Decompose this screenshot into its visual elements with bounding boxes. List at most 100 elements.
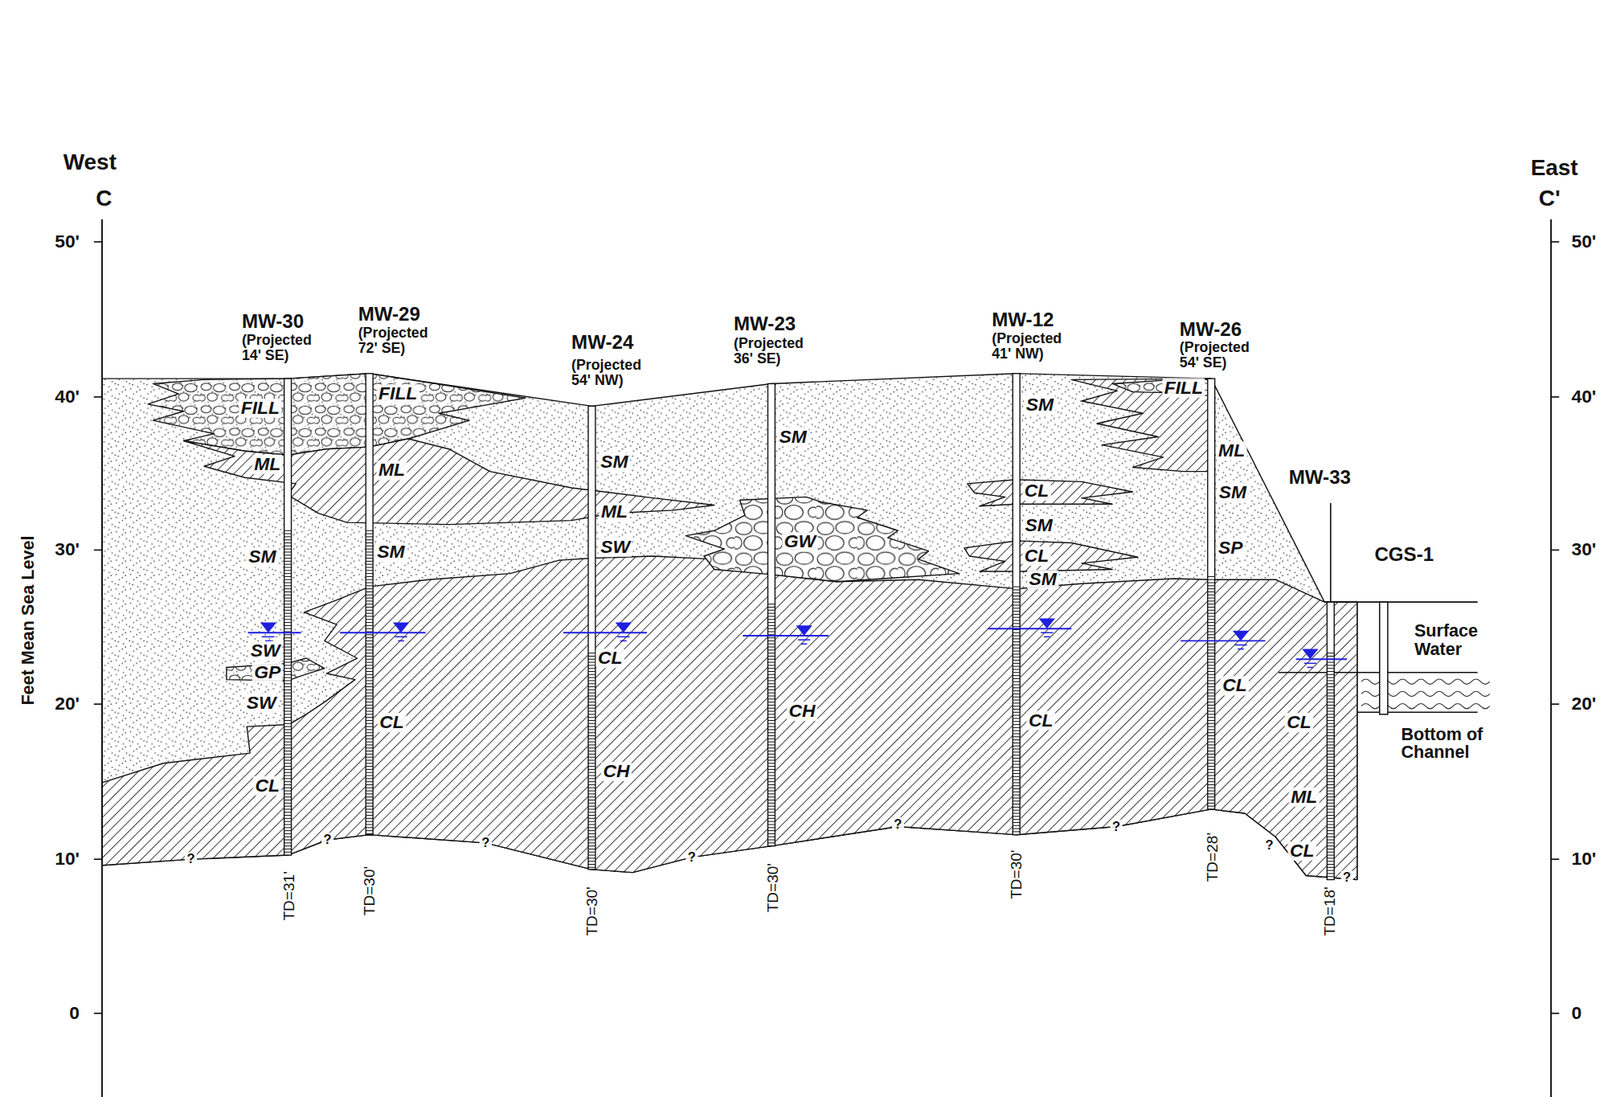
well-screen <box>1012 715 1020 717</box>
well-screen <box>1207 667 1216 669</box>
well-screen <box>588 671 596 672</box>
well-screen <box>588 658 596 660</box>
well-screen <box>1012 712 1020 713</box>
well-screen <box>365 530 373 532</box>
well-screen <box>365 560 373 562</box>
well-screen <box>365 765 373 767</box>
well-screen <box>768 842 776 843</box>
well-screen <box>1012 620 1020 622</box>
well-screen <box>1207 787 1216 789</box>
well-screen <box>1326 842 1335 843</box>
well-screen <box>1207 683 1216 684</box>
well-screen <box>1207 741 1216 743</box>
well-screen <box>365 533 373 535</box>
water-level-symbol <box>620 640 627 643</box>
well-screen <box>1326 726 1335 728</box>
well-screen <box>284 560 292 562</box>
well-screen <box>365 566 373 568</box>
monitoring-well <box>1296 601 1347 880</box>
well-screen <box>365 750 373 752</box>
water-level-symbol <box>1040 631 1053 634</box>
projection-note: (Projected 14' SE) <box>241 332 329 363</box>
well-screen <box>1012 822 1020 823</box>
well-screen <box>365 683 373 684</box>
well-screen <box>588 772 596 774</box>
well-screen <box>365 649 373 651</box>
well-screen <box>284 569 292 571</box>
well-screen <box>284 811 292 813</box>
well-screen <box>284 802 292 804</box>
well-screen <box>768 621 776 623</box>
well-screen <box>588 833 596 835</box>
well-screen <box>284 790 292 792</box>
well-screen <box>1207 728 1216 730</box>
well-screen <box>1207 655 1216 657</box>
well-screen <box>768 649 776 651</box>
well-screen <box>365 628 373 630</box>
well-screen <box>588 667 596 669</box>
well-screen <box>1326 762 1335 764</box>
clay-lens <box>964 540 1138 572</box>
axis-value: 20' <box>1571 694 1596 714</box>
well-screen <box>1326 667 1335 669</box>
soil-class-label: CL <box>1022 546 1052 566</box>
well-screen <box>768 720 776 721</box>
well-screen <box>1012 650 1020 652</box>
well-name: MW-12 <box>991 310 1054 331</box>
well-screen <box>1207 747 1216 749</box>
well-screen <box>284 603 292 605</box>
well-screen <box>1326 695 1335 696</box>
well-screen <box>1012 800 1020 802</box>
well-screen <box>284 634 292 635</box>
axis-tick <box>1550 703 1560 705</box>
uncertain-contact-mark: ? <box>479 835 492 850</box>
well-screen <box>284 848 292 850</box>
well-screen <box>284 646 292 648</box>
well-screen <box>284 765 292 767</box>
well-screen <box>284 686 292 688</box>
well-screen <box>365 658 373 660</box>
well-screen <box>1207 799 1216 801</box>
well-screen <box>284 557 292 559</box>
well-screen <box>588 750 596 752</box>
soil-class-label: SM <box>375 542 407 562</box>
soil-class-label: ML <box>252 454 283 475</box>
axis-value: 50' <box>1571 232 1596 252</box>
well-screen <box>1326 713 1335 715</box>
well-screen <box>1012 690 1020 692</box>
well-screen <box>588 652 596 654</box>
well-screen <box>588 806 596 807</box>
axis-value: 10' <box>54 849 80 869</box>
well-screen <box>1012 668 1020 670</box>
well-screen <box>365 634 373 635</box>
well-screen <box>365 554 373 556</box>
well-screen <box>768 753 776 755</box>
well-screen <box>284 781 292 782</box>
axis-tick <box>94 549 103 552</box>
well-screen <box>588 679 596 681</box>
well-screen <box>588 848 596 850</box>
soil-class-label: SM <box>246 547 279 567</box>
axis-value: 30' <box>54 540 80 560</box>
soil-class-label: CL <box>1026 710 1056 730</box>
well-screen <box>365 716 373 718</box>
well-screen <box>1207 769 1216 770</box>
well-screen <box>588 692 596 694</box>
axis-value: 0 <box>69 1003 80 1024</box>
soil-class-label: ML <box>1289 787 1320 807</box>
well-screen <box>1207 621 1216 623</box>
well-screen <box>1207 671 1216 672</box>
well-screen <box>588 863 596 865</box>
well-screen <box>1012 592 1020 594</box>
axis-tick <box>1550 1012 1560 1015</box>
well-screen <box>588 777 596 779</box>
well-screen <box>365 667 373 669</box>
well-screen <box>588 845 596 847</box>
direction-label: East <box>1530 155 1579 180</box>
well-screen <box>1326 686 1335 688</box>
well-screen <box>768 777 776 779</box>
well-screen <box>1012 687 1020 688</box>
well-screen <box>284 618 292 620</box>
total-depth-label: TD=31' <box>280 871 297 921</box>
well-screen <box>1012 785 1020 786</box>
